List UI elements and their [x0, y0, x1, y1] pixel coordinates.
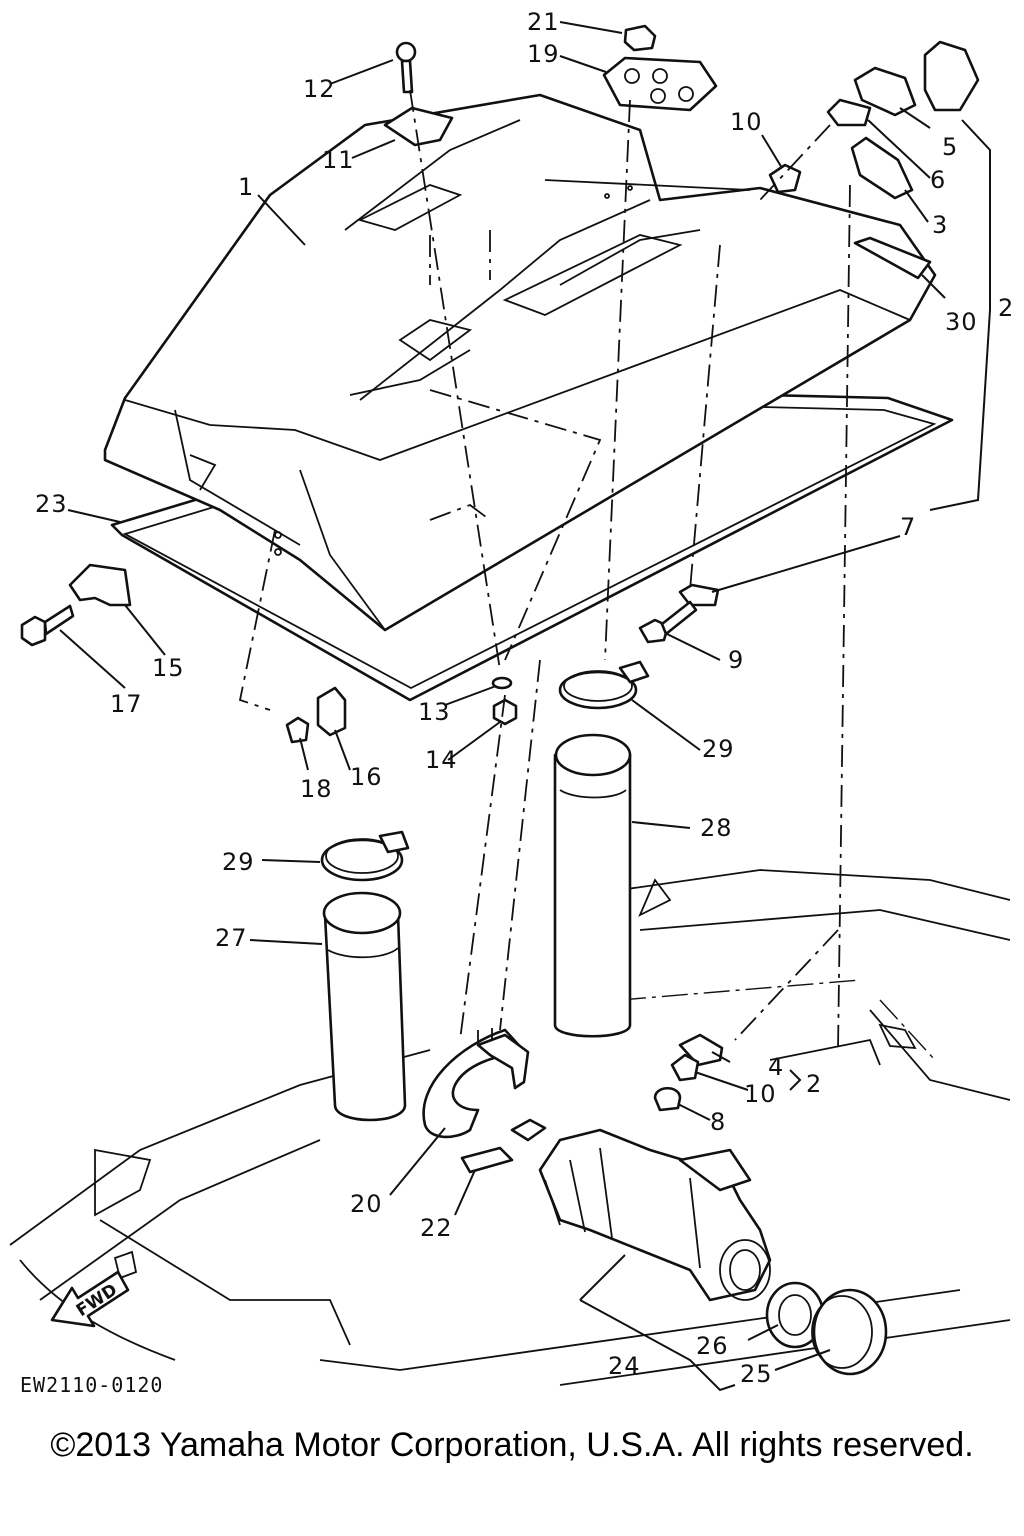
bush-part-10-lower: [670, 1053, 700, 1082]
plate-part-7: [678, 583, 720, 607]
band-bracket-part-20: [422, 1028, 530, 1139]
plate-part-3: [850, 136, 914, 200]
callout-5: 5: [942, 133, 958, 161]
hinge-bracket-right: [923, 40, 980, 112]
callout-23: 23: [35, 490, 68, 518]
hatch-cover: [103, 93, 937, 632]
callout-2-upper: 2: [998, 294, 1014, 322]
callout-27: 27: [215, 924, 248, 952]
callout-1: 1: [238, 173, 254, 201]
callout-25: 25: [740, 1360, 773, 1388]
damper-part-30: [853, 236, 932, 280]
air-duct-part-27: [322, 891, 407, 1122]
bracket-part-15: [68, 563, 132, 607]
callout-6: 6: [930, 166, 946, 194]
screw-part-12: [395, 41, 417, 94]
callout-2-lower: 2: [806, 1070, 822, 1098]
bolt-part-17: [20, 604, 75, 647]
callout-26: 26: [696, 1332, 729, 1360]
callout-18: 18: [300, 775, 333, 803]
nut-part-8: [653, 1086, 682, 1112]
gasket-part-6: [826, 98, 872, 127]
hinge-part-5: [853, 66, 917, 117]
washer-part-13: [491, 676, 513, 690]
callout-14: 14: [425, 746, 458, 774]
forward-direction-arrow: FWD: [50, 1270, 130, 1328]
callout-15: 15: [152, 654, 185, 682]
callout-16: 16: [350, 763, 383, 791]
cap-part-25: [811, 1288, 888, 1376]
bracket-part-16: [316, 686, 347, 737]
callout-29-lower: 29: [222, 848, 255, 876]
callout-labels: 1 2 2 3 4 5 6 7 8 9 10 10 11 12 13 14 15…: [35, 8, 1014, 1388]
callout-24: 24: [608, 1352, 641, 1380]
nut-part-21: [623, 24, 657, 52]
callout-10-lower: 10: [744, 1080, 777, 1108]
assembly-center-lines: [238, 89, 851, 1051]
callout-17: 17: [110, 690, 143, 718]
callout-28: 28: [700, 814, 733, 842]
callout-29-upper: 29: [702, 735, 735, 763]
callout-20: 20: [350, 1190, 383, 1218]
callout-12: 12: [303, 75, 336, 103]
callout-3: 3: [932, 211, 948, 239]
callout-22: 22: [420, 1214, 453, 1242]
collar-part-18: [285, 716, 310, 744]
callout-19: 19: [527, 40, 560, 68]
callout-21: 21: [527, 8, 560, 36]
pipe-assembly-part-24: [538, 1128, 772, 1302]
bolt-part-9: [638, 600, 698, 644]
exploded-parts-diagram: FWD EW2110-0120 1 2 2 3 4 5 6 7 8 9 10 1…: [9, 8, 1014, 1397]
callout-30: 30: [945, 308, 978, 336]
callout-4: 4: [768, 1053, 784, 1081]
callout-10-upper: 10: [730, 108, 763, 136]
hose-clamp-part-29-upper: [558, 660, 650, 710]
air-duct-part-28: [553, 733, 632, 1038]
copyright-notice: ©2013 Yamaha Motor Corporation, U.S.A. A…: [50, 1426, 974, 1464]
hose-clamp-part-29-lower: [320, 830, 410, 882]
callout-7: 7: [900, 513, 916, 541]
gasket-ring-part-26: [765, 1281, 825, 1349]
callout-8: 8: [710, 1108, 726, 1136]
drawing-code: EW2110-0120: [20, 1373, 163, 1397]
nut-part-14: [492, 698, 518, 726]
callout-13: 13: [418, 698, 451, 726]
plate-part-19: [602, 56, 718, 112]
callout-11: 11: [322, 146, 355, 174]
bush-part-10-top: [768, 163, 802, 194]
pad-part-22: [460, 1146, 514, 1174]
clip-part-11: [383, 106, 454, 147]
callout-9: 9: [728, 646, 744, 674]
leader-lines: [59, 21, 991, 1392]
hull-deck-outline: [9, 869, 1011, 1386]
